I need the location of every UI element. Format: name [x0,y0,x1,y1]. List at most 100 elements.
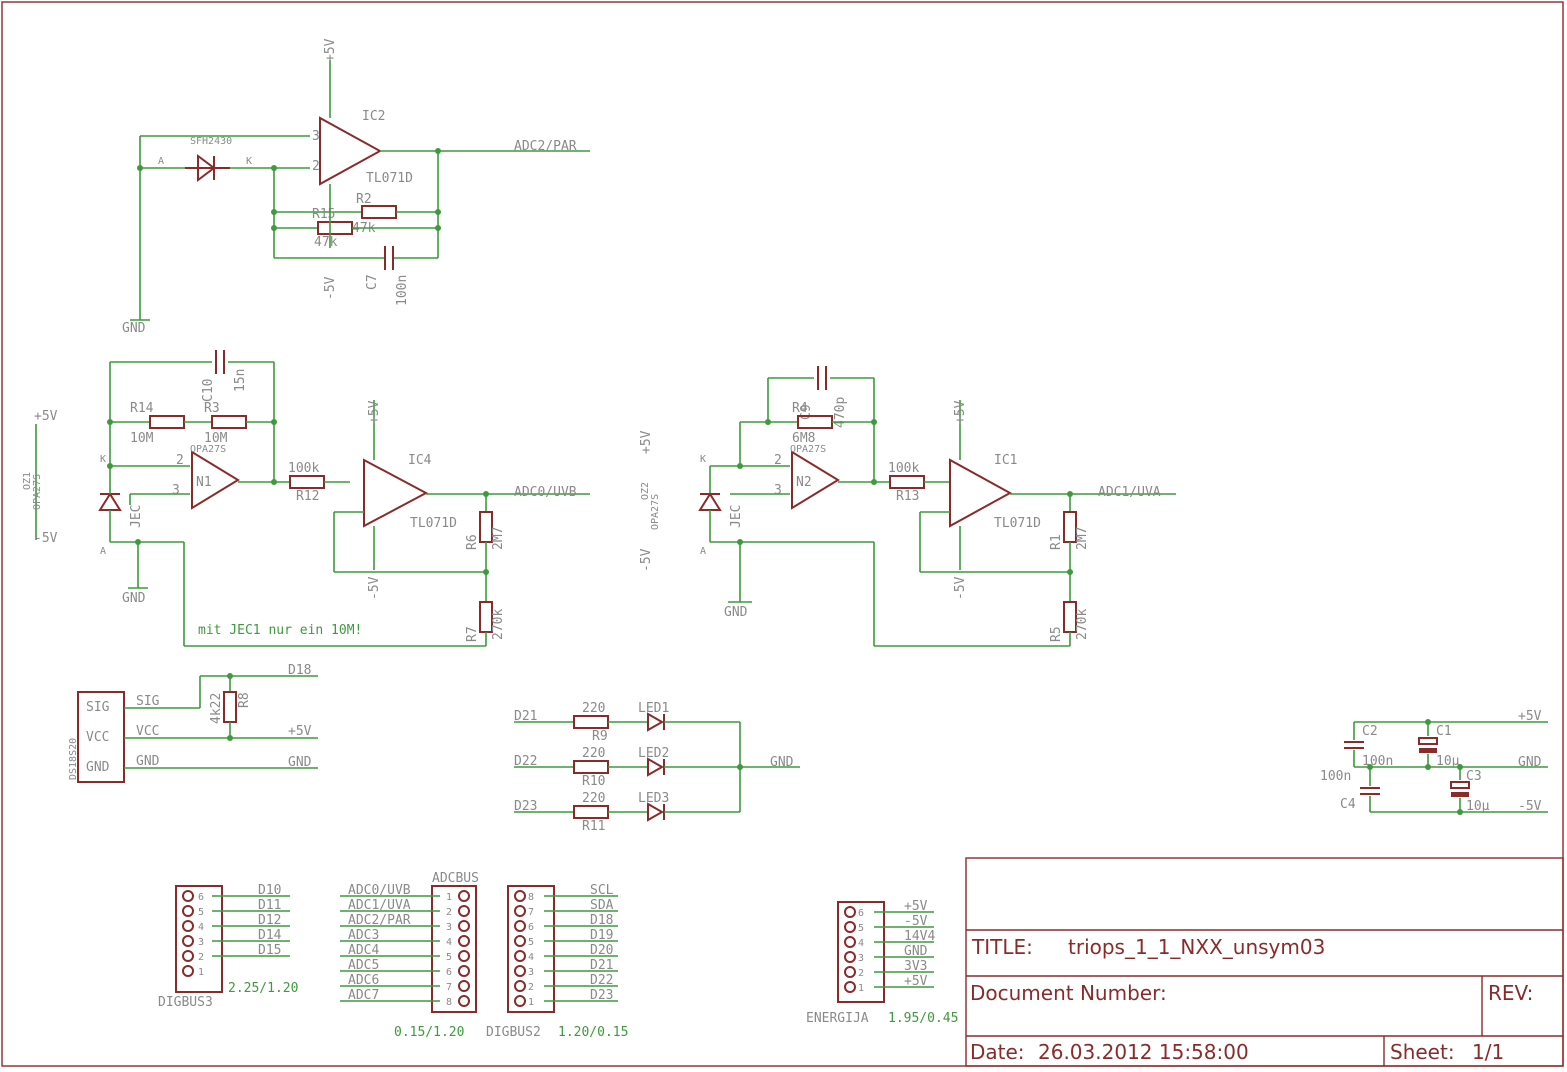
ic4-value: TL071D [410,516,457,531]
c7-name: C7 [365,274,380,290]
digbus3-pin-number: 4 [198,922,204,933]
energija-pin [844,921,856,933]
adcbus-pin [458,935,470,947]
digbus2-pin [514,935,526,947]
right-vplus: +5V [639,430,654,454]
energija-pin-number: 1 [858,983,864,994]
digbus2-pin [514,890,526,902]
adcbus-pin-number: 7 [446,982,452,993]
digbus2-pin [514,965,526,977]
sheet-value: 1/1 [1472,1040,1504,1064]
net-adc0-uvb: ADC0/UVB [514,485,577,500]
right-gnd: GND [724,605,748,620]
adcbus-pin [458,950,470,962]
ds-net-vcc: VCC [136,724,159,739]
c10-name: C10 [201,379,216,402]
digbus2-pin-number: 3 [528,967,534,978]
ds-net-sig: SIG [136,694,160,709]
adcbus-pin [458,965,470,977]
ic2-vplus-label: +5V [323,38,338,62]
r6-value: 2M7 [491,527,506,550]
energija-pin-number: 3 [858,953,864,964]
svg-text:3: 3 [312,129,320,144]
adcbus-pin [458,920,470,932]
digbus2-pin-number: 5 [528,937,534,948]
adcbus-connector: ADCBUS 0.15/1.20 1ADC0/UVB2ADC1/UVA3ADC2… [340,871,479,1040]
ds18s20-name: DS18S20 [68,738,79,780]
adcbus-pin [458,890,470,902]
digbus3-pin-number: 2 [198,952,204,963]
led1-name: LED1 [638,701,669,716]
digbus2-pin-number: 6 [528,922,534,933]
n2-name: N2 [796,475,812,490]
adcbus-net-label: ADC7 [348,988,379,1003]
rev-label: REV: [1488,981,1533,1005]
ic1-vminus: -5V [953,576,968,600]
n2-opamp [791,450,840,510]
adcbus-net-label: ADC5 [348,958,379,973]
digbus2-pin-number: 1 [528,997,534,1008]
title-label: TITLE: [971,935,1033,959]
caps-gnd: GND [1518,755,1542,770]
digbus2-pin-number: 2 [528,982,534,993]
digbus2-net-label: D23 [590,988,613,1003]
energija-pin [844,951,856,963]
digbus3-pin [182,950,194,962]
ic2-name: IC2 [362,109,385,124]
digbus2-pos: 1.20/0.15 [558,1025,628,1040]
diode-label: SFH2430 [190,136,232,147]
r4-value: 6M8 [792,431,815,446]
c10-value: 15n [233,369,248,392]
adcbus-net-label: ADC6 [348,973,379,988]
digbus2-pin [514,950,526,962]
ic1-name: IC1 [994,453,1017,468]
energija-pin-number: 6 [858,908,864,919]
digbus3-name: DIGBUS3 [158,995,213,1010]
digbus2-pin [514,920,526,932]
svg-text:K: K [246,156,252,167]
n2-value: OPA27S [790,444,826,455]
r13-value: 100k [888,461,919,476]
digbus3-pin-number: 1 [198,967,204,978]
r7-value: 270k [491,609,506,640]
r8-name: R8 [237,692,252,708]
svg-text:2: 2 [176,453,184,468]
c3-value: 10µ [1466,799,1490,814]
energija-pin-number: 2 [858,968,864,979]
left-vminus: -5V [34,531,58,546]
jec-photodiode [98,492,122,511]
digbus2-net-label: D21 [590,958,613,973]
uva-channel: C9 470p R4 6M8 JEC KA +5V -5V OZ2 OPA27S… [639,366,1176,647]
ds18s20-body [77,691,125,783]
ic2-value: TL071D [366,171,413,186]
oz2-name: OZ2 [640,482,651,500]
energija-pin [844,906,856,918]
jec-note: mit JEC1 nur ein 10M! [198,623,362,638]
svg-text:A: A [158,156,164,167]
digbus2-net-label: D19 [590,928,613,943]
jec2-label: JEC [729,505,744,528]
digbus3-pin-number: 5 [198,907,204,918]
r1-name: R1 [1049,534,1064,550]
energija-pin [844,966,856,978]
digbus2-net-label: D20 [590,943,613,958]
ds-vplus: +5V [288,724,312,739]
r13-name: R13 [896,489,919,504]
ic1-value: TL071D [994,516,1041,531]
caps-vminus: -5V [1518,799,1542,814]
energija-pin-number: 5 [858,923,864,934]
date-label: Date: [970,1040,1025,1064]
adcbus-pin [458,905,470,917]
left-gnd: GND [122,591,146,606]
r10-name: R10 [582,774,605,789]
adcbus-pin [458,980,470,992]
energija-net-label: +5V [904,974,928,989]
r4-name: R4 [792,401,808,416]
r5-name: R5 [1049,626,1064,642]
net-d21: D21 [514,709,537,724]
led3-name: LED3 [638,791,669,806]
digbus2-net-label: D22 [590,973,613,988]
